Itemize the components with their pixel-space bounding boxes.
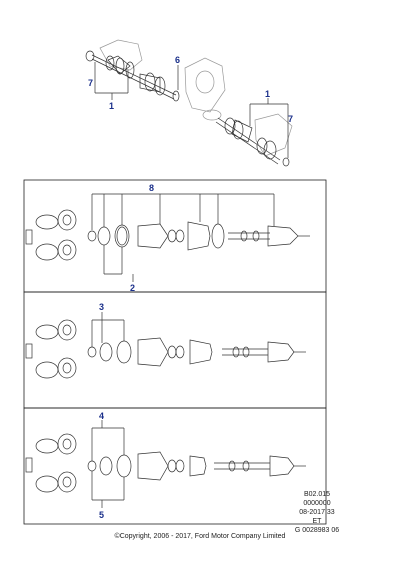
- panel-1-parts[interactable]: [25, 193, 310, 282]
- copyright-notice: ©Copyright, 2006 - 2017, Ford Motor Comp…: [114, 533, 286, 540]
- panel-2-parts[interactable]: [25, 312, 306, 379]
- callout-5: 5: [99, 510, 104, 520]
- callout-1-top-right: 1: [265, 89, 270, 99]
- callout-7-top-right: 7: [288, 114, 293, 124]
- panel-3-parts[interactable]: [25, 420, 306, 508]
- callout-8: 8: [149, 183, 154, 193]
- callout-3: 3: [99, 302, 104, 312]
- reference-date: 08-2017 33: [299, 509, 335, 516]
- panel-3-frame: [23, 407, 327, 525]
- callout-7-top-left: 7: [88, 78, 93, 88]
- panel-2-frame: [23, 291, 327, 409]
- top-assembly: [85, 39, 293, 167]
- reference-graphic-id: G 0028983 06: [294, 527, 340, 534]
- reference-block: B02.015 0000000 08-2017 33 ET G 0028983 …: [282, 490, 352, 535]
- reference-market: ET: [312, 518, 322, 525]
- callout-2: 2: [130, 283, 135, 293]
- reference-number: 0000000: [303, 500, 331, 507]
- callout-6: 6: [175, 55, 180, 65]
- panel-1-frame: [23, 179, 327, 293]
- reference-code: B02.015: [303, 491, 331, 498]
- left-halfshaft[interactable]: [85, 50, 180, 102]
- right-halfshaft[interactable]: [215, 117, 290, 167]
- callout-1-top-left: 1: [109, 101, 114, 111]
- callout-4: 4: [99, 411, 104, 421]
